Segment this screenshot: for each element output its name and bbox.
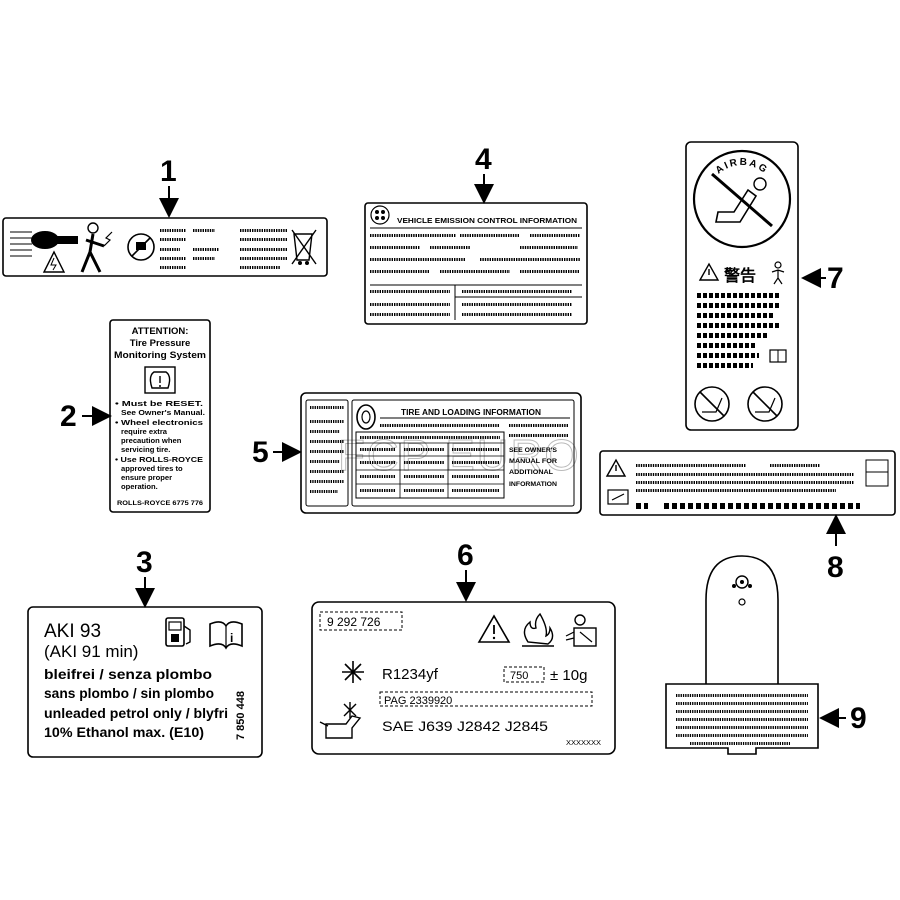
callout-8: 8 xyxy=(826,514,846,584)
tire-note: MANUAL FOR xyxy=(509,458,557,465)
callout-1: 1 xyxy=(159,155,179,218)
label-6-footer: XXXXXXX xyxy=(566,738,601,747)
tpms-bullet: See Owner's Manual. xyxy=(121,408,205,417)
mount-tag-fine-print xyxy=(676,694,808,745)
crossed-bin-icon xyxy=(291,229,317,265)
no-rear-seat-icon xyxy=(711,172,773,228)
callout-number: 6 xyxy=(457,539,474,572)
callout-number: 7 xyxy=(827,262,844,295)
label-8-info-strip xyxy=(599,450,896,516)
warning-triangle-icon xyxy=(605,458,627,477)
callout-number: 8 xyxy=(827,551,844,584)
fuel-pump-icon xyxy=(165,617,191,647)
tpms-bullet: precaution when xyxy=(121,436,182,445)
tpms-bullet: approved tires to xyxy=(121,464,183,473)
label-6-refrigerant: 9 292 726 R1234yf 750 ± 10g PAG 2339920 xyxy=(311,601,616,755)
part-number: 9 292 726 xyxy=(327,615,381,629)
tpms-bullet: ensure proper xyxy=(121,473,172,482)
label-5-tire-loading: TIRE AND LOADING INFORMATION SEE OWNER'S… xyxy=(300,392,582,514)
tpms-heading: Tire Pressure xyxy=(130,338,191,349)
tire-table-fine-print xyxy=(360,424,568,492)
label-7-airbag: AIRBAG 警告 xyxy=(685,141,799,431)
callout-3: 3 xyxy=(135,546,155,608)
airbag-header: AIRBAG xyxy=(714,157,768,177)
fuel-text: bleifrei / senza plombo xyxy=(44,666,212,682)
no-handling-icon xyxy=(127,233,155,261)
fuel-octane-min: (AKI 91 min) xyxy=(44,642,138,661)
tpms-heading: Monitoring System xyxy=(114,350,206,360)
airbag-warning-text: 警告 xyxy=(723,266,756,285)
person-shock-icon xyxy=(80,222,113,273)
emission-title: VEHICLE EMISSION CONTROL INFORMATION xyxy=(397,216,577,225)
tpms-icon xyxy=(144,366,176,394)
tpms-bullet: • Must be RESET. xyxy=(115,399,203,408)
airbag-mount-icon xyxy=(732,575,752,606)
callout-number: 3 xyxy=(136,546,153,579)
info-strip-fine-print xyxy=(636,464,860,509)
svg-text:AIRBAG: AIRBAG xyxy=(714,157,770,177)
svg-text:i: i xyxy=(230,631,233,645)
laser-warning-icon xyxy=(10,231,78,273)
fuel-side-number: 7 850 448 xyxy=(235,691,247,740)
tire-note: INFORMATION xyxy=(509,481,557,488)
service-person-icon xyxy=(565,614,597,647)
label-3-fuel: AKI 93 (AKI 91 min) bleifrei / senza plo… xyxy=(27,606,263,758)
callout-5: 5 xyxy=(252,436,302,469)
fuel-text: 10% Ethanol max. (E10) xyxy=(44,724,204,740)
callout-number: 5 xyxy=(252,436,269,469)
sae-standards: SAE J639 J2842 J2845 xyxy=(382,718,548,734)
callout-4: 4 xyxy=(474,143,494,204)
emission-fine-print xyxy=(370,234,580,316)
callout-9: 9 xyxy=(819,702,867,735)
warning-triangle-icon xyxy=(698,262,720,281)
label-1-fine-print xyxy=(160,229,287,269)
emission-logo-icon xyxy=(370,205,390,225)
callout-number: 4 xyxy=(475,143,492,176)
refrigerant-type: R1234yf xyxy=(382,666,439,683)
fuel-text: unleaded petrol only / blyfri xyxy=(44,705,228,721)
manual-book-icon: i xyxy=(209,621,243,650)
manual-book-icon xyxy=(607,489,629,505)
callout-7: 7 xyxy=(801,262,844,295)
airbag-fine-print xyxy=(697,293,779,368)
oil-can-icon xyxy=(319,702,362,739)
compressor-oil: PAG 2339920 xyxy=(384,695,452,707)
callout-2: 2 xyxy=(60,400,112,433)
callout-number: 2 xyxy=(60,400,77,433)
snowflake-icon xyxy=(342,661,364,683)
tpms-bullet: • Use ROLLS-ROYCE xyxy=(115,455,203,464)
tpms-footer: ROLLS-ROYCE 6775 776 xyxy=(117,500,203,507)
warning-triangle-icon xyxy=(477,614,511,643)
tpms-heading: ATTENTION: xyxy=(132,326,189,337)
label-9-mount-tag xyxy=(665,555,819,755)
callout-6: 6 xyxy=(456,539,476,602)
tire-icon xyxy=(356,404,376,430)
label-4-emission: VEHICLE EMISSION CONTROL INFORMATION xyxy=(364,202,588,325)
flame-icon xyxy=(522,612,554,647)
refrigerant-tolerance: ± 10g xyxy=(550,667,587,684)
child-icon xyxy=(771,261,785,285)
tpms-bullet: servicing tire. xyxy=(121,445,170,454)
tpms-bullet: require extra xyxy=(121,427,168,436)
tire-loading-title: TIRE AND LOADING INFORMATION xyxy=(401,408,541,417)
label-1-laser-warning xyxy=(2,217,328,277)
tire-code-column xyxy=(310,406,344,493)
manual-book-icon xyxy=(769,349,787,363)
fuel-octane: AKI 93 xyxy=(44,621,101,642)
callout-number: 9 xyxy=(850,702,867,735)
tire-note: SEE OWNER'S xyxy=(509,447,558,454)
fuel-text: sans plombo / sin plombo xyxy=(44,685,214,701)
tpms-bullet: operation. xyxy=(121,482,158,491)
no-child-seat-icon xyxy=(747,386,783,422)
callout-number: 1 xyxy=(160,155,177,188)
tpms-bullet: • Wheel electronics xyxy=(115,418,203,427)
label-2-tpms: ATTENTION: Tire Pressure Monitoring Syst… xyxy=(109,319,211,513)
no-child-seat-icon xyxy=(694,386,730,422)
refrigerant-amount: 750 xyxy=(510,670,528,682)
tire-note: ADDITIONAL xyxy=(509,469,553,476)
